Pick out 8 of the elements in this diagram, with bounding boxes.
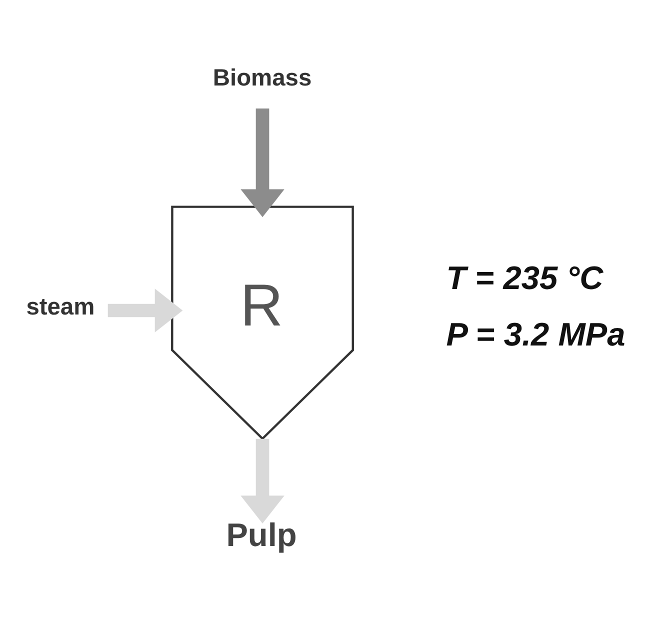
arrow xyxy=(108,288,183,332)
node-label: T = 235 °C xyxy=(446,258,604,296)
arrow xyxy=(240,108,284,217)
node-text: steam xyxy=(26,294,95,320)
arrow xyxy=(240,438,284,523)
node-text: Biomass xyxy=(212,65,312,92)
node-text: Pulp xyxy=(226,516,297,553)
node-label: P = 3.2 MPa xyxy=(446,314,626,352)
